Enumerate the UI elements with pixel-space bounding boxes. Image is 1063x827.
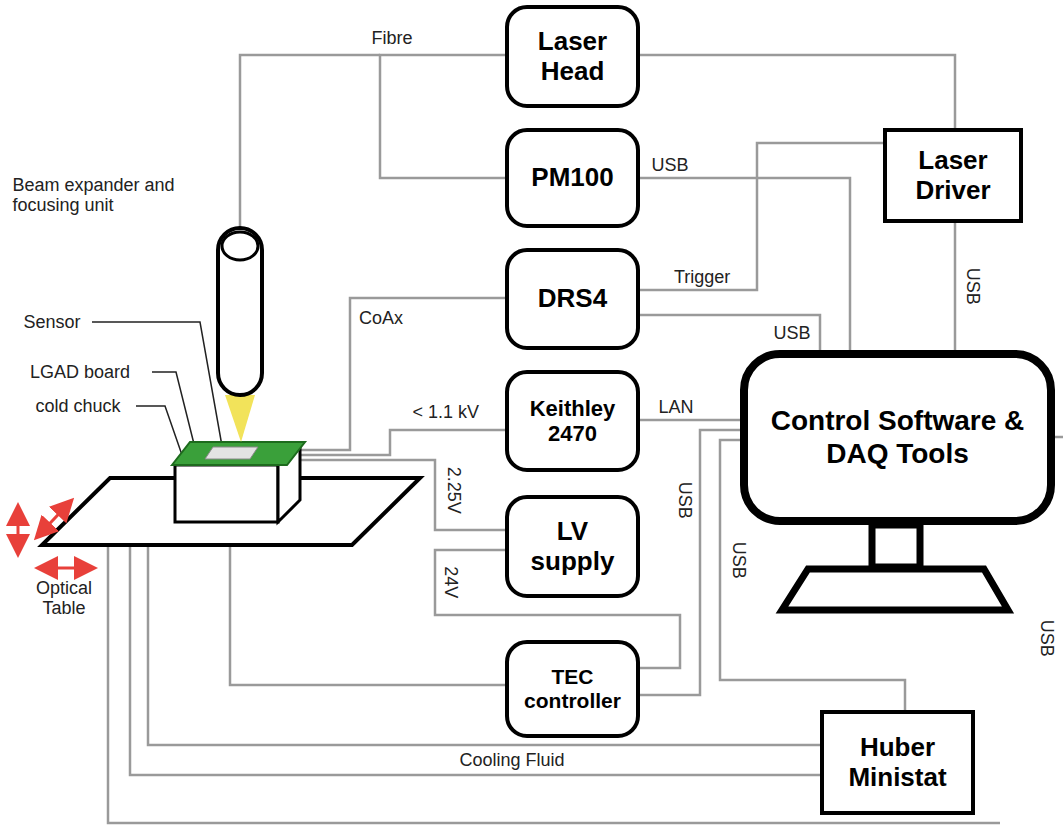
laser-driver: Laser Driver: [883, 128, 1023, 223]
part-label: Optical Table: [26, 578, 102, 619]
cable-label: CoAx: [357, 308, 405, 329]
part-label: Beam expander and focusing unit: [11, 175, 230, 216]
part-label: cold chuck: [34, 396, 123, 417]
connector-label: USB: [728, 539, 749, 580]
laser-beam: [225, 395, 255, 442]
lgad-board: [172, 442, 305, 465]
tec-controller: TEC controller: [505, 640, 640, 738]
power-meter: PM100: [505, 128, 640, 228]
connector-label: USB: [650, 155, 691, 176]
leader-line: [152, 372, 196, 452]
part-label: Sensor: [22, 312, 83, 333]
motion-arrows: [18, 502, 92, 568]
beam-expander: [218, 228, 262, 395]
control-computer: Control Software & DAQ Tools: [740, 350, 1055, 525]
laser-head: Laser Head: [505, 5, 640, 108]
node-label: TEC controller: [515, 665, 630, 713]
coax-wire: [300, 298, 505, 450]
connector-label: LAN: [657, 397, 696, 418]
hv-wire: [300, 430, 505, 455]
fibre-line: [240, 55, 380, 228]
signal-label: Fibre: [370, 28, 415, 49]
node-label: Laser Driver: [893, 146, 1013, 206]
connector-label: USB: [674, 479, 695, 520]
node-label: LV supply: [515, 517, 630, 577]
connector: [954, 223, 957, 350]
monitor-base: [782, 569, 1008, 610]
source-meter: Keithley 2470: [505, 370, 640, 472]
sensor: [205, 447, 258, 459]
cold-chuck: [175, 465, 278, 522]
connector: [640, 419, 740, 422]
node-label: Control Software & DAQ Tools: [770, 405, 1025, 469]
chiller: Huber Ministat: [820, 710, 975, 815]
cable-label: Cooling Fluid: [458, 750, 567, 771]
connector: [640, 178, 850, 350]
y-arrow: [38, 502, 70, 536]
node-label: Keithley 2470: [515, 396, 630, 447]
connector: [640, 55, 955, 128]
connector-label: 24V: [441, 564, 462, 600]
interface-label: USB: [1036, 617, 1057, 658]
usb-stub: [1055, 436, 1063, 439]
node-label: PM100: [531, 163, 613, 193]
voltage-label: 2.25V: [443, 464, 464, 515]
connector: [640, 143, 883, 290]
connector-label: Trigger: [672, 267, 732, 288]
node-label: Huber Ministat: [830, 733, 965, 793]
connector: [380, 55, 505, 178]
connector: [640, 315, 820, 350]
connector: [640, 430, 740, 695]
monitor-stand: [782, 525, 1008, 610]
z-arrow: [17, 508, 20, 552]
digitizer: DRS4: [505, 248, 640, 350]
wires: [108, 55, 1063, 823]
node-label: DRS4: [538, 284, 607, 314]
monitor-neck: [872, 525, 920, 567]
connector-label: USB: [962, 265, 983, 306]
leader-line: [92, 322, 222, 446]
connector-label: USB: [772, 323, 813, 344]
node-label: Laser Head: [515, 27, 630, 87]
part-label: LGAD board: [28, 362, 132, 383]
voltage-label: < 1.1 kV: [411, 402, 482, 423]
lv-supply: LV supply: [505, 495, 640, 598]
beam-expander-end: [222, 232, 258, 260]
x-arrow: [40, 567, 92, 570]
